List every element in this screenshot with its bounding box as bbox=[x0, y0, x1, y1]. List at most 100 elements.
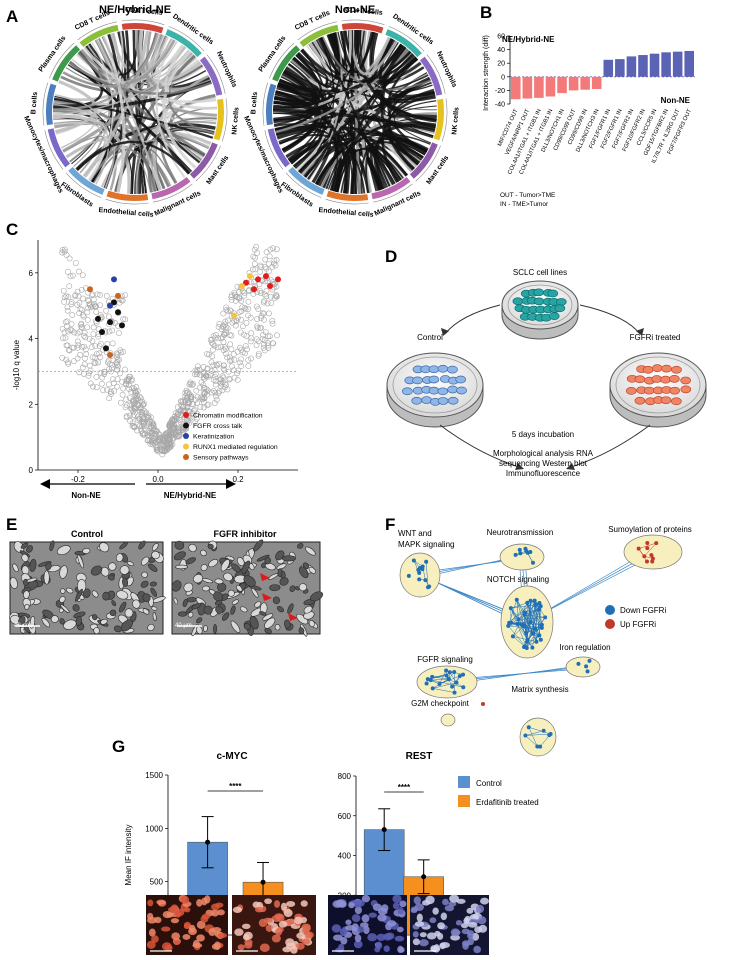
c-point bbox=[60, 287, 67, 294]
c-point bbox=[273, 246, 280, 253]
c-point bbox=[220, 339, 227, 345]
micrograph-cell bbox=[142, 608, 150, 615]
network-node bbox=[514, 597, 519, 602]
chord-sector bbox=[68, 166, 105, 195]
c-highlight-point bbox=[95, 315, 101, 322]
c-point bbox=[147, 424, 154, 431]
micrograph-cell bbox=[23, 590, 30, 599]
network-node bbox=[537, 600, 542, 605]
b-bar bbox=[580, 76, 590, 90]
micrograph-cell bbox=[75, 616, 82, 627]
micrograph-cell bbox=[148, 563, 158, 572]
c-point bbox=[172, 409, 179, 416]
c-point bbox=[103, 293, 110, 299]
c-point bbox=[74, 330, 81, 337]
micrograph-fgfr-inhibitor bbox=[171, 539, 324, 637]
c-point bbox=[267, 293, 274, 300]
f-legend-down: Down FGFRi bbox=[620, 606, 666, 615]
c-point bbox=[227, 354, 233, 361]
micrograph-cell bbox=[107, 574, 115, 581]
if-cell bbox=[151, 935, 159, 943]
g-sig-label: **** bbox=[398, 783, 411, 792]
c-point bbox=[258, 315, 264, 321]
if-cell bbox=[201, 897, 208, 906]
dish-cell bbox=[437, 364, 449, 373]
network-node bbox=[524, 645, 529, 650]
c-point bbox=[81, 343, 88, 350]
c-point bbox=[131, 387, 138, 394]
c-point bbox=[138, 419, 145, 425]
if-cell bbox=[196, 899, 203, 907]
c-point bbox=[215, 323, 222, 330]
g-ytick-label: 400 bbox=[338, 852, 352, 861]
if-cell bbox=[196, 934, 205, 942]
b-bar bbox=[684, 50, 694, 77]
if-cell bbox=[254, 906, 264, 913]
network-node bbox=[450, 684, 455, 689]
b-nonne-label: Non-NE bbox=[661, 96, 691, 105]
c-point bbox=[141, 401, 148, 407]
if-cell bbox=[280, 902, 287, 911]
f-cluster-neuro: Neurotransmission bbox=[487, 528, 554, 537]
if-cell bbox=[461, 928, 470, 935]
micrograph-cell bbox=[243, 575, 256, 587]
c-point bbox=[160, 443, 167, 450]
chord-axis bbox=[206, 54, 226, 94]
network-node bbox=[547, 733, 552, 738]
network-node bbox=[533, 602, 538, 607]
c-point bbox=[185, 389, 192, 396]
c-point bbox=[103, 308, 109, 314]
micrograph-cell bbox=[231, 563, 241, 573]
network-edge bbox=[427, 678, 464, 688]
c-point bbox=[261, 291, 268, 298]
c-ytick-label: 2 bbox=[29, 400, 34, 409]
c-point bbox=[257, 262, 264, 269]
if-cell bbox=[264, 898, 272, 905]
b-bar bbox=[511, 76, 521, 100]
dish-cell bbox=[411, 396, 423, 405]
c-point bbox=[270, 245, 276, 252]
c-point bbox=[190, 381, 197, 387]
c-legend-dot bbox=[183, 454, 189, 460]
if-cell bbox=[304, 931, 312, 939]
c-point bbox=[91, 359, 98, 366]
c-point bbox=[95, 359, 102, 366]
chord-axis bbox=[441, 98, 448, 142]
c-legend-dot bbox=[183, 443, 189, 450]
network-node bbox=[543, 615, 548, 620]
c-point bbox=[171, 425, 178, 432]
if-cell bbox=[170, 917, 180, 924]
network-node bbox=[522, 623, 527, 628]
chord-link bbox=[326, 29, 357, 74]
c-xtick-label: 0.0 bbox=[152, 475, 164, 484]
micrograph-cell bbox=[93, 627, 100, 635]
c-point bbox=[197, 404, 204, 410]
c-point bbox=[224, 325, 231, 332]
if-cell bbox=[215, 902, 224, 908]
c-point bbox=[242, 306, 249, 313]
if-cell bbox=[368, 912, 377, 918]
g-ytick-label: 1000 bbox=[145, 824, 163, 833]
c-point bbox=[132, 392, 139, 399]
c-point bbox=[139, 409, 146, 416]
dish-cell bbox=[671, 365, 682, 374]
c-point bbox=[243, 333, 250, 339]
b-bar bbox=[638, 55, 648, 77]
chord-axis bbox=[325, 198, 369, 205]
chord-axis bbox=[373, 183, 413, 203]
c-point bbox=[74, 338, 81, 345]
dish-cell bbox=[625, 387, 637, 395]
if-cell bbox=[213, 941, 221, 950]
micrograph-cell bbox=[230, 620, 241, 633]
d-arrow-treated bbox=[579, 304, 641, 335]
c-point bbox=[66, 283, 73, 290]
chord-link bbox=[374, 123, 436, 190]
network-node bbox=[417, 570, 422, 575]
c-point bbox=[266, 333, 273, 340]
network-node bbox=[538, 604, 543, 609]
if-cell bbox=[183, 923, 191, 930]
c-point bbox=[70, 358, 77, 365]
c-point bbox=[150, 423, 157, 429]
network-node bbox=[425, 677, 430, 682]
c-point bbox=[218, 326, 225, 333]
